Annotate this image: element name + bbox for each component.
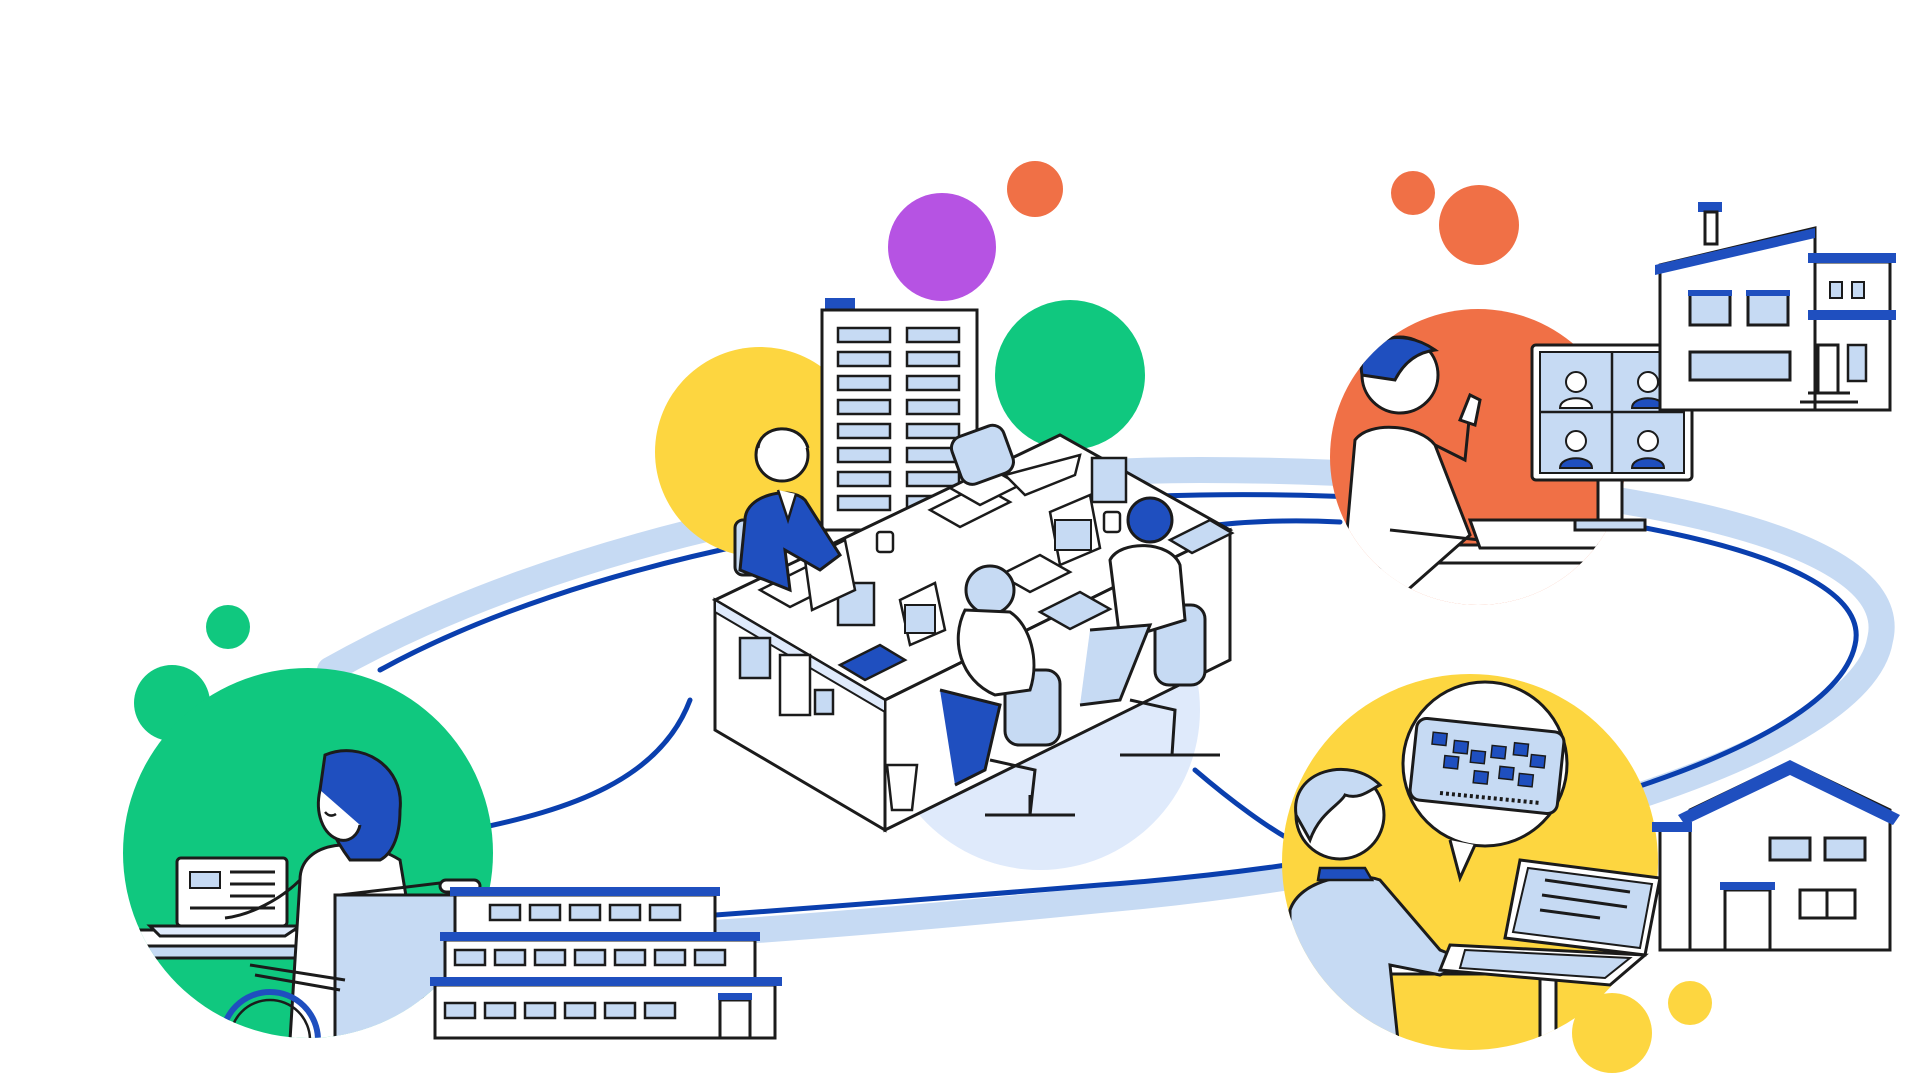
person-icon bbox=[738, 427, 843, 593]
person-icon bbox=[939, 564, 1036, 787]
decorative-bubbles bbox=[134, 161, 1712, 1073]
person-icon bbox=[1079, 496, 1187, 707]
scene-thinking-worker bbox=[1282, 674, 1900, 1050]
desk-icon bbox=[711, 433, 1235, 833]
scene-central-office bbox=[655, 298, 1235, 870]
scene-wheelchair-worker bbox=[123, 668, 782, 1040]
video-call-icon bbox=[1558, 371, 1666, 469]
laptop-icon bbox=[803, 453, 1102, 647]
monitor-icon bbox=[1530, 343, 1694, 532]
house-icon bbox=[1655, 202, 1896, 412]
laptop-icon bbox=[1437, 858, 1662, 987]
office-building-icon bbox=[430, 887, 782, 1040]
office-tower-icon bbox=[820, 298, 979, 532]
house-icon bbox=[1652, 760, 1900, 952]
speech-bubble-icon bbox=[1401, 680, 1569, 883]
